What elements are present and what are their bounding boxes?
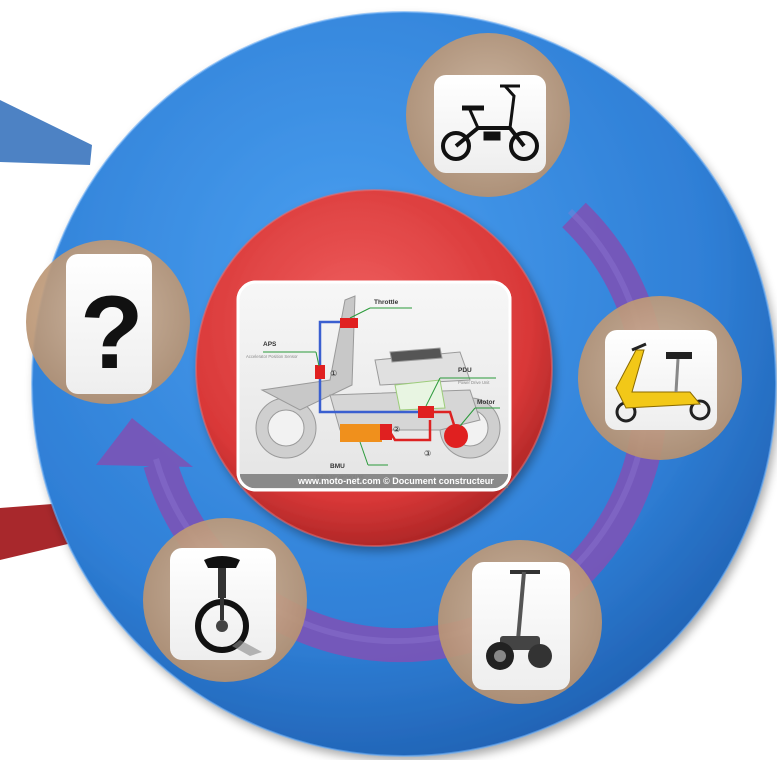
motor-label: Motor [477, 399, 496, 406]
aps-label: APS [263, 341, 277, 348]
satellite-unicycle [143, 518, 307, 682]
bmu-battery [340, 424, 382, 442]
satellite-segway [438, 540, 602, 704]
aps-component [315, 365, 325, 379]
pdu-component [418, 406, 434, 418]
marker-1: ① [330, 369, 337, 378]
pdu-label: PDU [458, 367, 472, 374]
satellite-unknown: ? [26, 240, 190, 404]
pdu-sublabel: Power Drive Unit [458, 380, 490, 385]
satellite-moped [406, 33, 570, 197]
motor-component [444, 424, 468, 448]
question-mark-icon: ? [80, 275, 144, 391]
aps-sublabel: Accelerator Position Sensor [246, 354, 298, 359]
center-panel [238, 282, 510, 490]
marker-2: ② [393, 425, 400, 434]
watermark-text: www.moto-net.com © Document constructeur [297, 476, 494, 486]
throttle-component [340, 318, 358, 328]
blue-pointer-arrow [0, 100, 92, 165]
powertrain-diagram: Throttle APS Accelerator Position Sensor… [238, 282, 510, 490]
bmu-label: BMU [330, 463, 345, 470]
throttle-label: Throttle [374, 299, 399, 306]
satellite-electric-scooter [578, 296, 742, 460]
controller-component [380, 424, 392, 440]
marker-3: ③ [424, 449, 431, 458]
